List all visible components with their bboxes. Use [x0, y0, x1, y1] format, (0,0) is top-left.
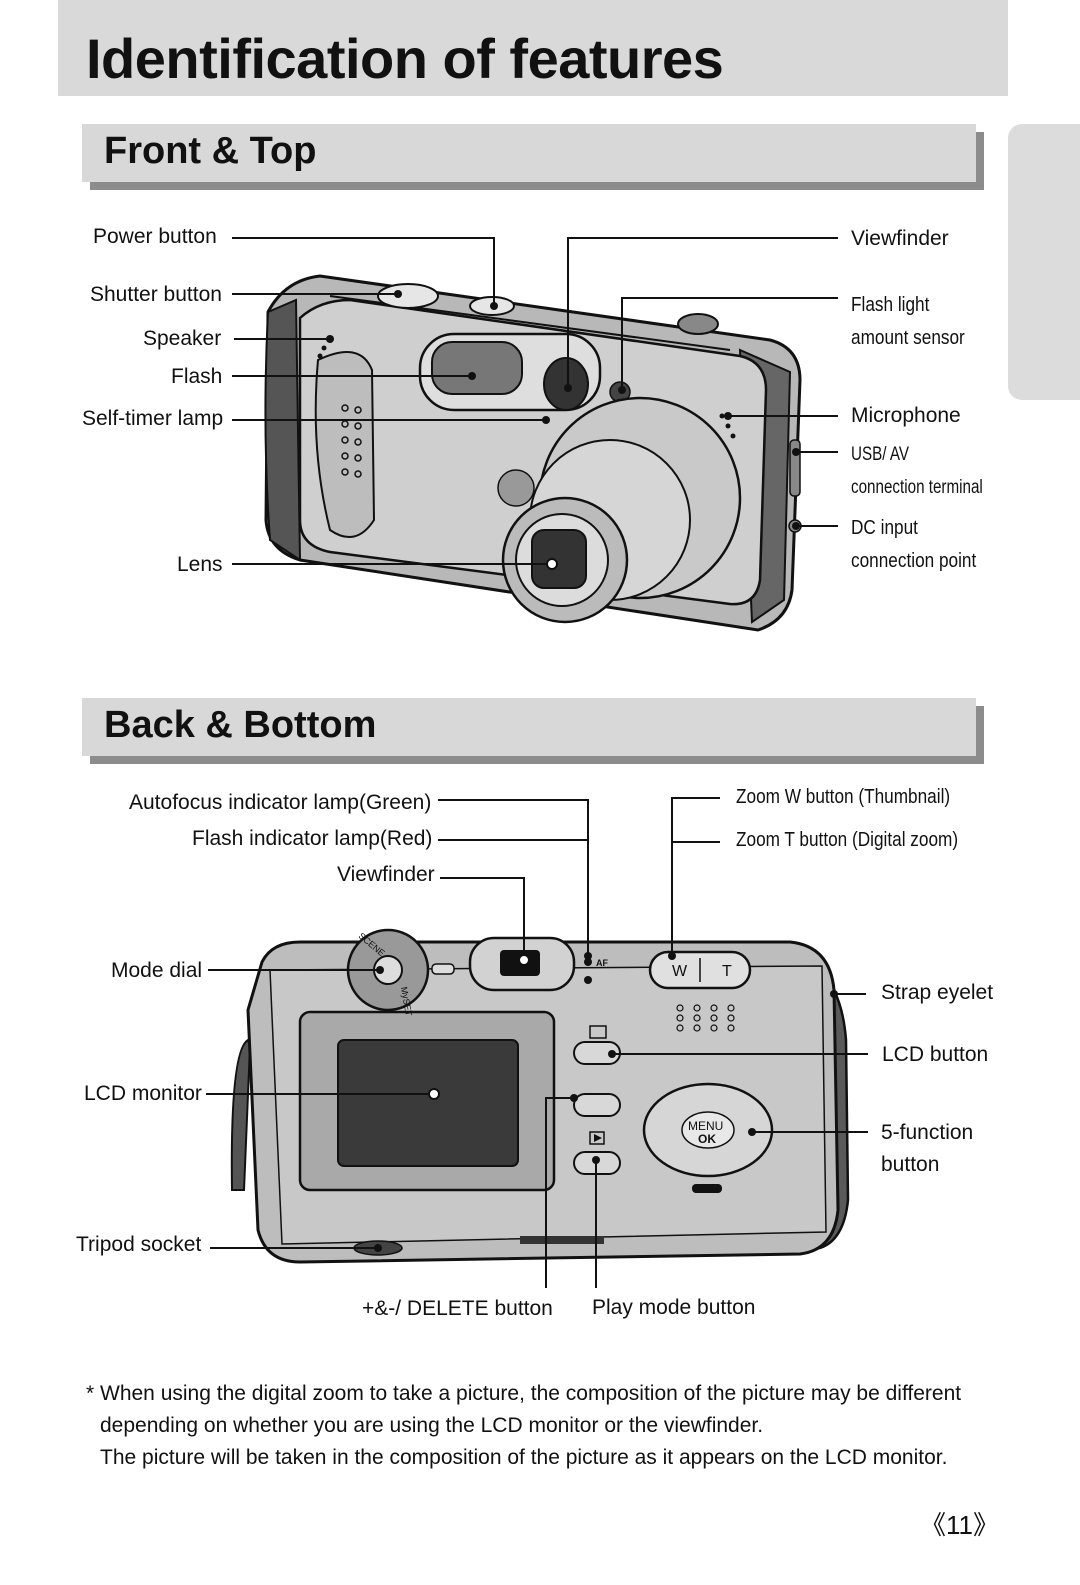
label-play-mode-button: Play mode button [592, 1296, 756, 1319]
section-title-back-bottom: Back & Bottom [104, 704, 377, 746]
af-text: AF [596, 958, 608, 968]
zoom-t-mark: T [722, 963, 732, 980]
note-line-2: depending on whether you are using the L… [100, 1414, 764, 1437]
note-line-1: * When using the digital zoom to take a … [86, 1382, 962, 1405]
label-strap-eyelet: Strap eyelet [881, 981, 994, 1004]
label-power-button: Power button [93, 225, 217, 248]
label-flash: Flash [171, 365, 223, 388]
label-viewfinder-front: Viewfinder [851, 227, 949, 250]
label-zoom-t: Zoom T button (Digital zoom) [736, 829, 959, 851]
label-flash-sensor-1: Flash light [851, 294, 930, 316]
section-title-front-top: Front & Top [104, 130, 317, 172]
label-lens: Lens [177, 553, 223, 576]
label-five-function-1: 5-function [881, 1121, 974, 1144]
zoom-w-mark: W [672, 963, 688, 980]
side-tab [1008, 124, 1080, 400]
footnote: * When using the digital zoom to take a … [86, 1378, 1006, 1474]
label-zoom-w: Zoom W button (Thumbnail) [736, 786, 951, 808]
section-header-front-top: Front & Top [82, 124, 976, 182]
label-self-timer-lamp: Self-timer lamp [82, 407, 224, 430]
ok-mark: OK [698, 1132, 716, 1146]
label-flash-sensor-2: amount sensor [851, 327, 965, 349]
label-delete-button: +&-/ DELETE button [362, 1297, 553, 1320]
label-lcd-button: LCD button [882, 1043, 989, 1066]
label-tripod-socket: Tripod socket [76, 1233, 202, 1256]
label-dc-input-1: DC input [851, 517, 918, 539]
label-usb-av-1: USB/ AV [851, 444, 910, 465]
label-lcd-monitor: LCD monitor [84, 1082, 202, 1105]
label-viewfinder-back: Viewfinder [337, 863, 435, 886]
label-speaker: Speaker [143, 327, 222, 350]
label-usb-av-2: connection terminal [851, 477, 983, 498]
section-header-back-bottom: Back & Bottom [82, 698, 976, 756]
menu-mark: MENU [688, 1119, 723, 1133]
label-af-lamp: Autofocus indicator lamp(Green) [129, 791, 432, 814]
label-five-function-2: button [881, 1153, 940, 1176]
title-banner: Identification of features [58, 0, 1008, 96]
label-flash-lamp: Flash indicator lamp(Red) [192, 827, 433, 850]
label-shutter-button: Shutter button [90, 283, 222, 306]
page-number: 《11》 [920, 1510, 999, 1540]
label-microphone: Microphone [851, 404, 961, 427]
note-line-3: The picture will be taken in the composi… [100, 1446, 948, 1469]
label-dc-input-2: connection point [851, 550, 977, 572]
page-title: Identification of features [86, 27, 724, 90]
label-mode-dial: Mode dial [111, 959, 203, 982]
